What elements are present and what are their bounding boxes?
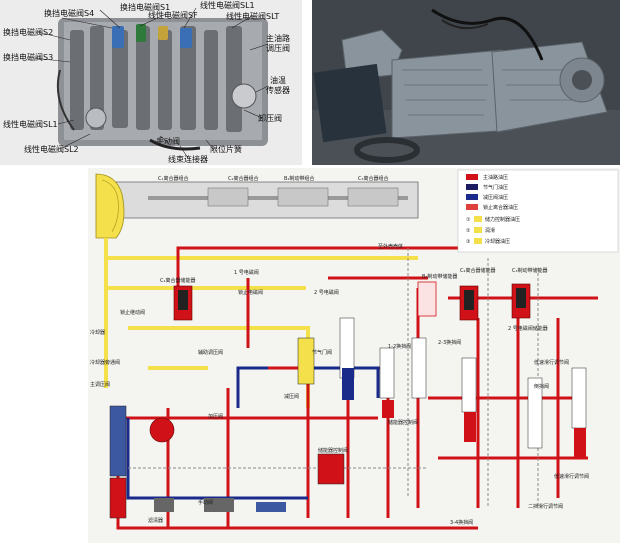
legend-main-line: 主油路油压 xyxy=(483,174,508,181)
label-shift-solenoid-s3: 换挡电磁阀S3 xyxy=(3,53,54,62)
label-b1-brake: B₁制动带组合 xyxy=(284,175,314,182)
legend-cooler: 冷却器油压 xyxy=(485,238,510,245)
legend-swatch-main-line xyxy=(466,174,478,180)
label-c3-accumulator: C₃制动带储能器 xyxy=(512,267,548,274)
label-c1-clutch: C₁离合器组合 xyxy=(158,175,189,182)
label-accumulator-control-2: 储能器控制阀 xyxy=(388,419,418,426)
label-reverse-valve: 倒挡阀 xyxy=(534,383,549,390)
label-lockup-relay: 锁止继动阀 xyxy=(120,309,145,316)
legend-num-1: ① xyxy=(466,217,471,223)
legend-lockup: 锁止离合器油压 xyxy=(483,204,518,211)
legend-swatch-lockup xyxy=(466,204,478,210)
disassembled-parts-illustration xyxy=(312,0,620,165)
label-accumulator-control: 储能器控制阀 xyxy=(318,447,348,454)
label-limit-spring: 限位片簧 xyxy=(210,145,242,154)
transmission-housing xyxy=(97,181,419,219)
legend-reducer: 减压阀油压 xyxy=(483,194,508,201)
legend-lubrication: 润滑 xyxy=(485,227,495,234)
label-shift-34: 3-4换挡阀 xyxy=(450,519,473,526)
label-second-coast: 二挡滑行调节阀 xyxy=(528,503,563,510)
label-main-line: 主油路 xyxy=(266,34,290,43)
legend-num-2: ② xyxy=(466,228,471,234)
label-shift-solenoid-s1: 换挡电磁阀S1 xyxy=(120,3,171,12)
label-harness-connector: 线束连接器 xyxy=(168,155,208,164)
label-c2-clutch: C₂离合器组合 xyxy=(228,175,259,182)
legend-num-3: ③ xyxy=(466,239,470,245)
legend-throttle: 节气门油压 xyxy=(483,184,508,191)
label-relief-valve: 卸压阀 xyxy=(258,114,282,123)
label-solenoid-2: 2 号电磁阀 xyxy=(314,289,339,296)
label-linear-solenoid-sl2: 线性电磁阀SL2 xyxy=(24,145,79,154)
hydraulic-circuit-diagram: 主油路油压 节气门油压 减压阀油压 锁止离合器油压 ① 储力控制器油压 ② 润滑… xyxy=(88,168,620,543)
label-regulator-valve: 调压阀 xyxy=(266,44,290,53)
label-c2-accumulator: C₂离合器储能器 xyxy=(460,267,496,274)
label-c3-clutch: C₃离合器组合 xyxy=(358,175,389,182)
label-shift-solenoid-s2: 换挡电磁阀S2 xyxy=(3,28,54,37)
label-linear-solenoid-sf: 线性电磁阀SF xyxy=(148,11,198,20)
label-shift-12: 1-2换挡阀 xyxy=(388,343,411,350)
label-low-coast-2: 低速滑行调节阀 xyxy=(554,473,589,480)
label-throttle-valve: 节气门阀 xyxy=(312,349,332,356)
label-pressure-valve: 加压阀 xyxy=(208,413,223,420)
label-manual-valve: 手动阀 xyxy=(198,499,213,506)
torque-converter xyxy=(95,173,125,239)
disassembled-valve-body-photo xyxy=(312,0,620,165)
valve-body-photo: 换挡电磁阀S4 换挡电磁阀S1 线性电磁阀SL1 线性电磁阀SF 线性电磁阀SL… xyxy=(0,0,302,165)
label-temp-sensor: 传感器 xyxy=(266,86,290,95)
label-reducer-valve: 减压阀 xyxy=(284,393,299,400)
accumulators xyxy=(173,281,531,321)
label-manual-valve: 手动阀 xyxy=(156,137,180,146)
legend: 主油路油压 节气门油压 减压阀油压 锁止离合器油压 ① 储力控制器油压 ② 润滑… xyxy=(457,169,619,253)
label-to-housing: 至外壳壳体 xyxy=(378,243,403,250)
control-valves xyxy=(109,317,587,519)
label-solenoid-2-accumulator: 2 号电磁阀储能器 xyxy=(508,325,548,332)
legend-swatch-throttle xyxy=(466,184,478,190)
label-c1-accumulator: C₁离合器储能器 xyxy=(160,277,196,284)
label-linear-solenoid-sl1-lower: 线性电磁阀SL1 xyxy=(3,120,58,129)
valve-body-illustration xyxy=(0,0,302,165)
label-aux-regulator: 辅助调压阀 xyxy=(198,349,223,356)
label-oil-temp: 油温 xyxy=(270,76,286,85)
label-low-coast: 低速滑行调节阀 xyxy=(534,359,569,366)
label-cooler: 冷却器 xyxy=(90,329,105,336)
label-cooler-bypass: 冷却器旁通阀 xyxy=(90,359,120,366)
hydraulic-schematic: 主油路油压 节气门油压 减压阀油压 锁止离合器油压 ① 储力控制器油压 ② 润滑… xyxy=(88,168,620,543)
label-filter: 滤清器 xyxy=(148,517,163,524)
label-lockup-solenoid: 锁止电磁阀 xyxy=(238,289,263,296)
label-linear-solenoid-sl1: 线性电磁阀SL1 xyxy=(200,1,255,10)
label-shift-23: 2-3换挡阀 xyxy=(438,339,461,346)
legend-accumulator-ctrl: 储力控制器油压 xyxy=(485,216,520,223)
label-solenoid-1: 1 号电磁阀 xyxy=(234,269,259,276)
label-linear-solenoid-slt: 线性电磁阀SLT xyxy=(226,12,280,21)
label-b1-accumulator: B₁制动带储能器 xyxy=(422,273,457,280)
legend-swatch-reducer xyxy=(466,194,478,200)
label-main-regulator: 主调压阀 xyxy=(90,381,110,388)
label-shift-solenoid-s4: 换挡电磁阀S4 xyxy=(44,9,95,18)
